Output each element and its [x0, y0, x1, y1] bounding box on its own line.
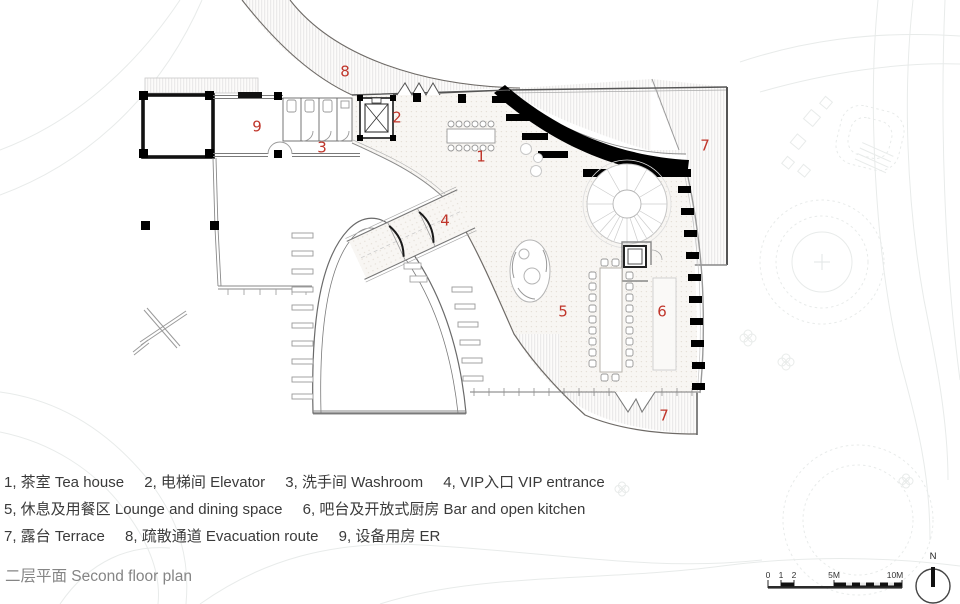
legend-row-3: 7, 露台 Terrace 8, 疏散通道 Evacuation route 9… — [4, 525, 621, 545]
room-marker-9: 9 — [252, 117, 262, 136]
equipment-room — [139, 91, 215, 159]
bottom-terrace — [464, 229, 698, 435]
legend-item: 1, 茶室 Tea house — [4, 474, 125, 491]
legend-item: 4, VIP入口 VIP entrance — [443, 474, 605, 491]
roof-strip-hatch — [144, 77, 259, 94]
room-marker-7-upper: 7 — [700, 136, 710, 155]
clover-marks — [614, 329, 914, 497]
tea-table — [446, 120, 496, 152]
room-marker-8: 8 — [340, 62, 350, 81]
hall-top-wall — [274, 82, 511, 158]
cross-path-symbol — [132, 307, 188, 356]
evacuation-band-hatch — [242, 0, 727, 265]
legend-item: 6, 吧台及开放式厨房 Bar and open kitchen — [302, 501, 586, 518]
scale-label-5m: 5M — [828, 570, 840, 580]
legend: 1, 茶室 Tea house 2, 电梯间 Elevator 3, 洗手间 W… — [4, 471, 621, 552]
stone-seats — [520, 143, 543, 177]
legend-item: 8, 疏散通道 Evacuation route — [125, 528, 319, 545]
vip-ramp — [291, 217, 484, 415]
elevator — [357, 95, 396, 141]
legend-item: 5, 休息及用餐区 Lounge and dining space — [4, 501, 283, 518]
scale-bar — [767, 580, 903, 589]
legend-item: 2, 电梯间 Elevator — [144, 474, 266, 491]
lintel-bar — [238, 92, 262, 98]
room-marker-6: 6 — [657, 302, 667, 321]
corridor-walls — [213, 95, 360, 157]
bottom-wall — [470, 388, 700, 414]
room-marker-1: 1 — [476, 147, 486, 166]
building-plan — [132, 0, 728, 435]
scale-label-2: 2 — [791, 570, 797, 580]
legend-item: 3, 洗手间 Washroom — [285, 474, 424, 491]
room-marker-5: 5 — [558, 302, 568, 321]
room-marker-3: 3 — [317, 138, 327, 157]
page-title: 二层平面 Second floor plan — [5, 568, 192, 585]
round-sofa — [509, 239, 551, 303]
washroom — [282, 97, 353, 142]
legend-row-1: 1, 茶室 Tea house 2, 电梯间 Elevator 3, 洗手间 W… — [4, 471, 621, 491]
deck — [212, 157, 312, 295]
dumbwaiter — [621, 241, 663, 282]
room-marker-2: 2 — [392, 108, 402, 127]
scale-label-10m: 10M — [886, 570, 904, 580]
curved-facade — [678, 176, 705, 394]
legend-item: 7, 露台 Terrace — [4, 528, 105, 545]
dining-table — [588, 258, 634, 382]
room-marker-7-lower: 7 — [659, 406, 669, 425]
vip-bridge — [345, 186, 477, 283]
scale-label-1: 1 — [778, 570, 784, 580]
north-arrow — [915, 567, 951, 604]
legend-item: 9, 设备用房 ER — [338, 528, 441, 545]
floor-edge-curve — [351, 139, 446, 198]
legend-row-2: 5, 休息及用餐区 Lounge and dining space 6, 吧台及… — [4, 498, 621, 518]
north-label: N — [929, 551, 937, 562]
spiral-stair — [582, 159, 672, 249]
room-marker-4: 4 — [440, 211, 450, 230]
scale-label-0: 0 — [765, 570, 771, 580]
bar-counter — [652, 277, 677, 371]
